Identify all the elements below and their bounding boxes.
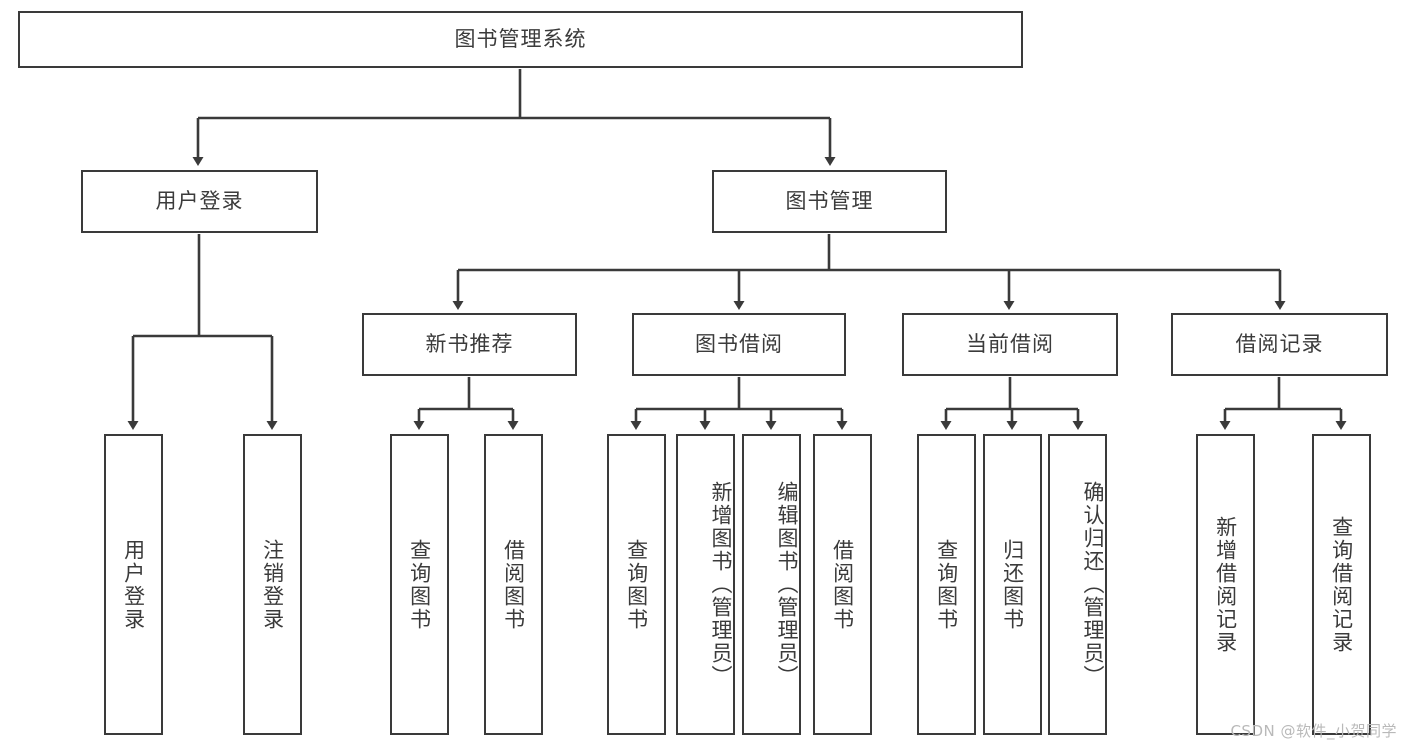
leaf-add-book-admin[interactable]: 新增图书（管理员） (676, 434, 735, 735)
csdn-watermark: CSDN @软件_小贺同学 (1230, 722, 1397, 740)
node-label: 借阅记录 (1235, 331, 1324, 356)
node-borrow-record[interactable]: 借阅记录 (1171, 313, 1388, 376)
leaf-logout-login[interactable]: 注销登录 (243, 434, 302, 735)
leaf-user-login[interactable]: 用户登录 (104, 434, 163, 735)
node-book-borrow[interactable]: 图书借阅 (632, 313, 846, 376)
node-label: 查询图书 (934, 538, 959, 631)
node-label: 归还图书 (1000, 538, 1025, 631)
leaf-borrow-book-borrow[interactable]: 借阅图书 (813, 434, 872, 735)
leaf-query-book-borrow[interactable]: 查询图书 (607, 434, 666, 735)
node-new-book-recommend[interactable]: 新书推荐 (362, 313, 577, 376)
node-label: 用户登录 (155, 188, 244, 213)
node-label: 查询借阅记录 (1329, 515, 1354, 654)
leaf-edit-book-admin[interactable]: 编辑图书（管理员） (742, 434, 801, 735)
leaf-add-borrow-record[interactable]: 新增借阅记录 (1196, 434, 1255, 735)
leaf-query-book-current[interactable]: 查询图书 (917, 434, 976, 735)
node-label: 编辑图书（管理员） (775, 481, 799, 688)
leaf-borrow-book-recommend[interactable]: 借阅图书 (484, 434, 543, 735)
node-label: 确认归还（管理员） (1081, 481, 1105, 688)
node-label: 图书管理 (785, 188, 874, 213)
node-label: 图书借阅 (695, 331, 783, 356)
node-label: 查询图书 (407, 538, 432, 631)
node-current-borrow[interactable]: 当前借阅 (902, 313, 1118, 376)
node-label: 用户登录 (121, 538, 146, 631)
node-label: 新增借阅记录 (1213, 515, 1238, 654)
node-system-root[interactable]: 图书管理系统 (18, 11, 1023, 68)
node-label: 图书管理系统 (454, 26, 587, 51)
node-label: 当前借阅 (966, 331, 1054, 356)
node-label: 借阅图书 (830, 538, 855, 631)
node-label: 新书推荐 (425, 331, 514, 356)
leaf-query-book-recommend[interactable]: 查询图书 (390, 434, 449, 735)
leaf-return-book[interactable]: 归还图书 (983, 434, 1042, 735)
node-label: 查询图书 (624, 538, 649, 631)
leaf-confirm-return-admin[interactable]: 确认归还（管理员） (1048, 434, 1107, 735)
node-label: 注销登录 (260, 538, 285, 631)
node-label: 新增图书（管理员） (709, 481, 733, 688)
node-user-login[interactable]: 用户登录 (81, 170, 318, 233)
leaf-query-borrow-record[interactable]: 查询借阅记录 (1312, 434, 1371, 735)
node-book-management[interactable]: 图书管理 (712, 170, 947, 233)
node-label: 借阅图书 (501, 538, 526, 631)
